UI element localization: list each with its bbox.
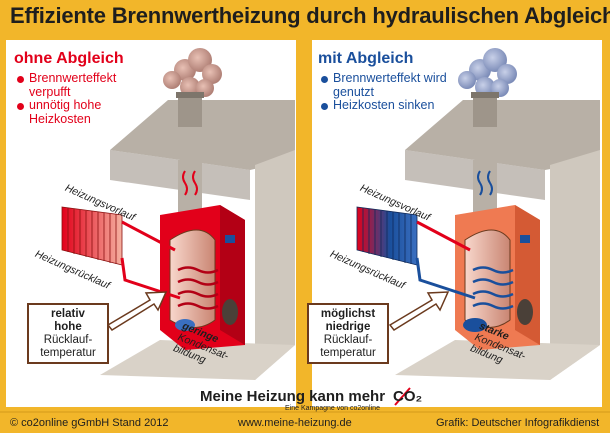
box-line: temperatur <box>40 347 96 359</box>
list-item: Brennwerteffekt verpufft <box>16 71 146 99</box>
campaign-subslogan: Eine Kampagne von co2online <box>285 405 380 412</box>
box-line: möglichst <box>320 308 376 320</box>
box-line: hohe <box>54 321 82 333</box>
left-bullets: Brennwerteffekt verpufft unnötig hohe He… <box>16 71 146 126</box>
page-title: Effiziente Brennwertheizung durch hydrau… <box>10 3 610 28</box>
box-line: relativ <box>51 308 85 320</box>
list-item: unnötig hohe Heizkosten <box>16 98 146 126</box>
campaign-slogan: Meine Heizung kann mehr <box>200 388 386 405</box>
box-line: temperatur <box>320 347 376 359</box>
footer-copyright: © co2online gGmbH Stand 2012 <box>10 417 169 429</box>
list-item: Heizkosten sinken <box>320 98 450 113</box>
right-return-temp-box: möglichst niedrige Rücklauf- temperatur <box>307 303 389 364</box>
left-heading: ohne Abgleich <box>14 50 124 67</box>
box-line: Rücklauf- <box>323 334 373 346</box>
footer-credit: Grafik: Deutscher Infografikdienst <box>436 417 600 429</box>
smoke-right-icon <box>458 48 517 97</box>
right-bullets: Brennwerteffekt wird genutzt Heizkosten … <box>320 71 450 113</box>
right-heading: mit Abgleich <box>318 50 414 67</box>
co2-logo: CO₂ <box>393 388 423 405</box>
list-item: Brennwerteffekt wird genutzt <box>320 71 450 99</box>
box-line: niedrige <box>325 321 371 333</box>
radiator-left-icon <box>61 206 123 266</box>
box-line: Rücklauf- <box>43 334 93 346</box>
radiator-right-icon <box>356 206 418 266</box>
footer-website[interactable]: www.meine-heizung.de <box>238 417 352 429</box>
left-scene <box>61 48 295 380</box>
left-return-temp-box: relativ hohe Rücklauf- temperatur <box>27 303 109 364</box>
right-scene <box>356 48 600 380</box>
smoke-left-icon <box>163 48 222 97</box>
